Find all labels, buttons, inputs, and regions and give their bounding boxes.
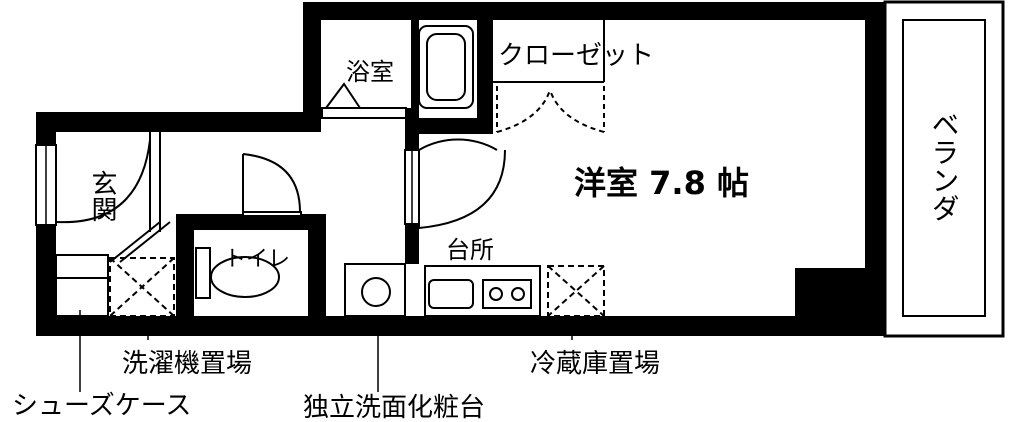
vanity bbox=[344, 263, 406, 317]
fridge-space-label: 冷蔵庫置場 bbox=[530, 349, 660, 379]
room-door bbox=[418, 138, 506, 229]
fridge-space bbox=[547, 265, 605, 317]
washer-space-label: 洗濯機置場 bbox=[122, 349, 252, 379]
toilet-fixture bbox=[195, 247, 280, 299]
washer-space bbox=[109, 257, 175, 317]
leader-lines bbox=[79, 310, 573, 392]
bathroom-label: 浴室 bbox=[346, 58, 394, 86]
bathtub bbox=[418, 25, 474, 109]
exterior-walls bbox=[36, 2, 885, 336]
shoe-case bbox=[55, 254, 109, 317]
western-room-label: 洋室 7.8 帖 bbox=[574, 164, 749, 202]
kitchen-counter bbox=[424, 265, 541, 317]
veranda bbox=[883, 0, 1005, 338]
shoe-case-label: シューズケース bbox=[12, 391, 191, 421]
veranda-label: ベランダ bbox=[928, 110, 961, 222]
bathroom-door bbox=[321, 82, 407, 119]
entrance-window bbox=[35, 144, 57, 226]
closet-label: クローゼット bbox=[498, 41, 654, 71]
toilet-label: トイレ bbox=[224, 247, 290, 272]
entrance-label: 玄関 bbox=[87, 170, 117, 222]
kitchen-label: 台所 bbox=[446, 236, 494, 264]
entrance-area bbox=[55, 132, 171, 263]
toilet-door bbox=[242, 153, 302, 217]
room-window bbox=[404, 149, 420, 225]
vanity-label: 独立洗面化粧台 bbox=[303, 393, 485, 422]
closet-doors bbox=[493, 20, 605, 133]
